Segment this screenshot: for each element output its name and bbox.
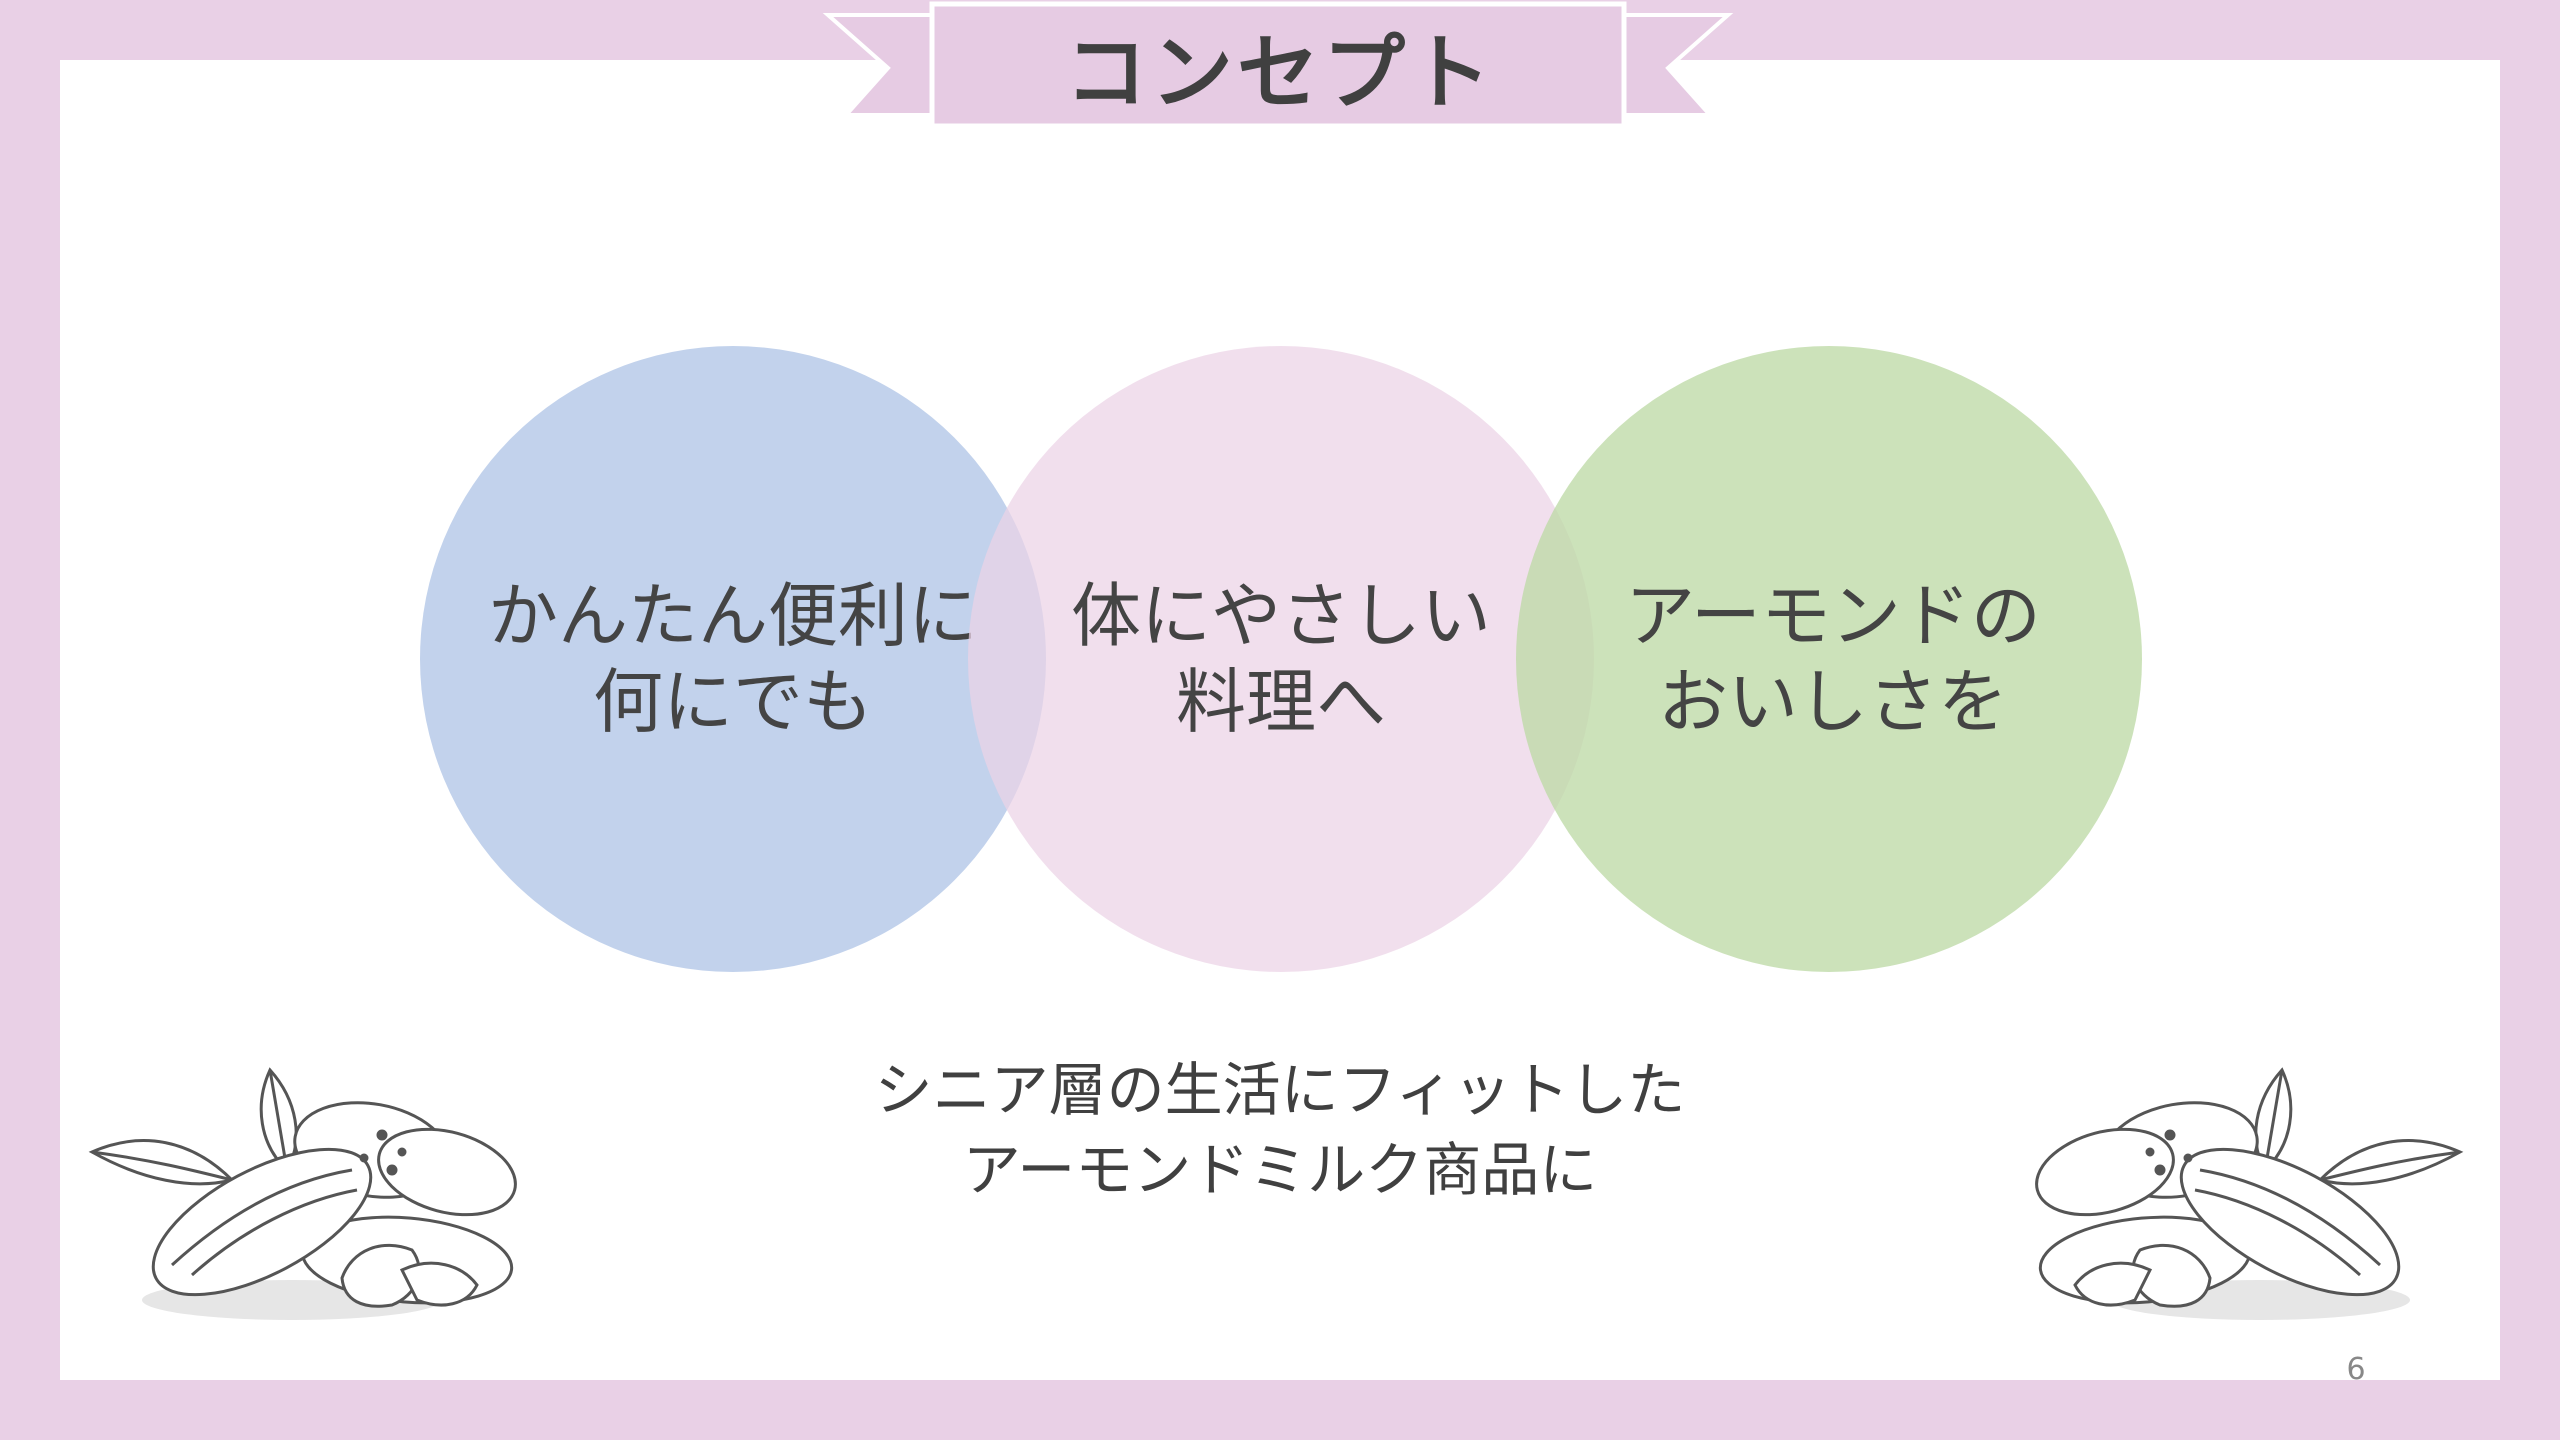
concept-circle-label: かんたん便利に 何にでも	[488, 575, 978, 743]
page-number: 6	[2346, 1352, 2366, 1387]
almond-illustration-left-icon	[88, 1067, 517, 1320]
concept-circle-almond: アーモンドの おいしさを	[1516, 346, 2142, 972]
almond-illustration-right-icon	[2035, 1067, 2464, 1320]
concept-summary: シニア層の生活にフィットした アーモンドミルク商品に	[874, 1056, 1686, 1204]
concept-circle-label: アーモンドの おいしさを	[1625, 575, 2041, 743]
page-title: コンセプト	[1064, 25, 1495, 121]
concept-circle-convenient: かんたん便利に 何にでも	[420, 346, 1046, 972]
concept-circle-healthy: 体にやさしい 料理へ	[968, 346, 1594, 972]
ribbon-banner-icon	[822, 1, 1734, 129]
concept-circle-label: 体にやさしい 料理へ	[1071, 575, 1491, 743]
